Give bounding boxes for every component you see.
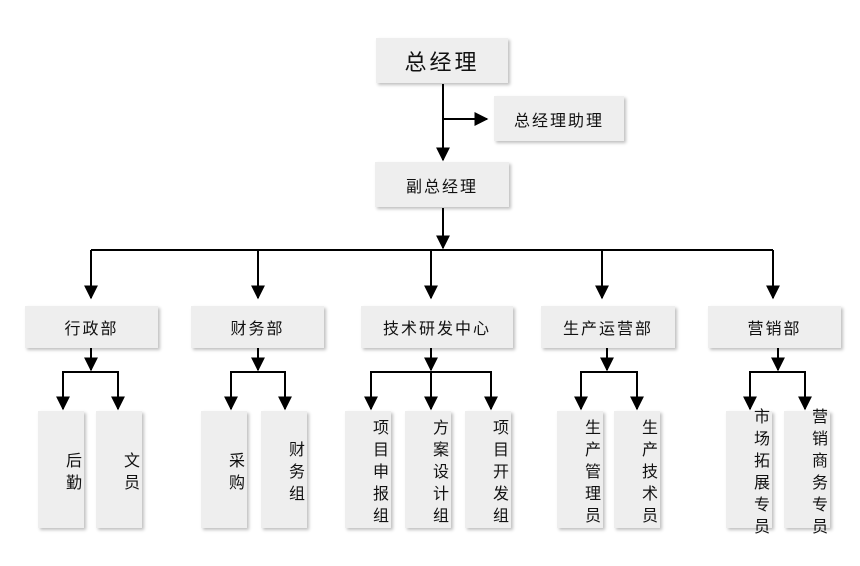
unit-node: 后勤 <box>38 411 84 528</box>
unit-node: 市场拓展专员 <box>726 408 772 540</box>
unit-node: 生产管理员 <box>557 411 603 529</box>
dept-node-rnd: 技术研发中心 <box>361 306 513 348</box>
unit-node: 项目开发组 <box>465 411 511 529</box>
dept-node-admin: 行政部 <box>25 306 158 348</box>
unit-node: 采购 <box>201 411 247 528</box>
gm-assistant-node: 总经理助理 <box>494 96 624 141</box>
unit-node: 方案设计组 <box>405 411 451 529</box>
dept-node-production: 生产运营部 <box>541 306 675 348</box>
dept-node-finance: 财务部 <box>191 306 324 348</box>
general-manager-node: 总经理 <box>376 38 508 83</box>
dept-node-marketing: 营销部 <box>708 306 841 348</box>
unit-node: 营销商务专员 <box>784 408 830 540</box>
unit-node: 生产技术员 <box>614 411 660 529</box>
unit-node: 财务组 <box>261 411 307 528</box>
unit-node: 文员 <box>96 411 142 528</box>
unit-node: 项目申报组 <box>345 411 391 529</box>
deputy-gm-node: 副总经理 <box>375 162 509 207</box>
